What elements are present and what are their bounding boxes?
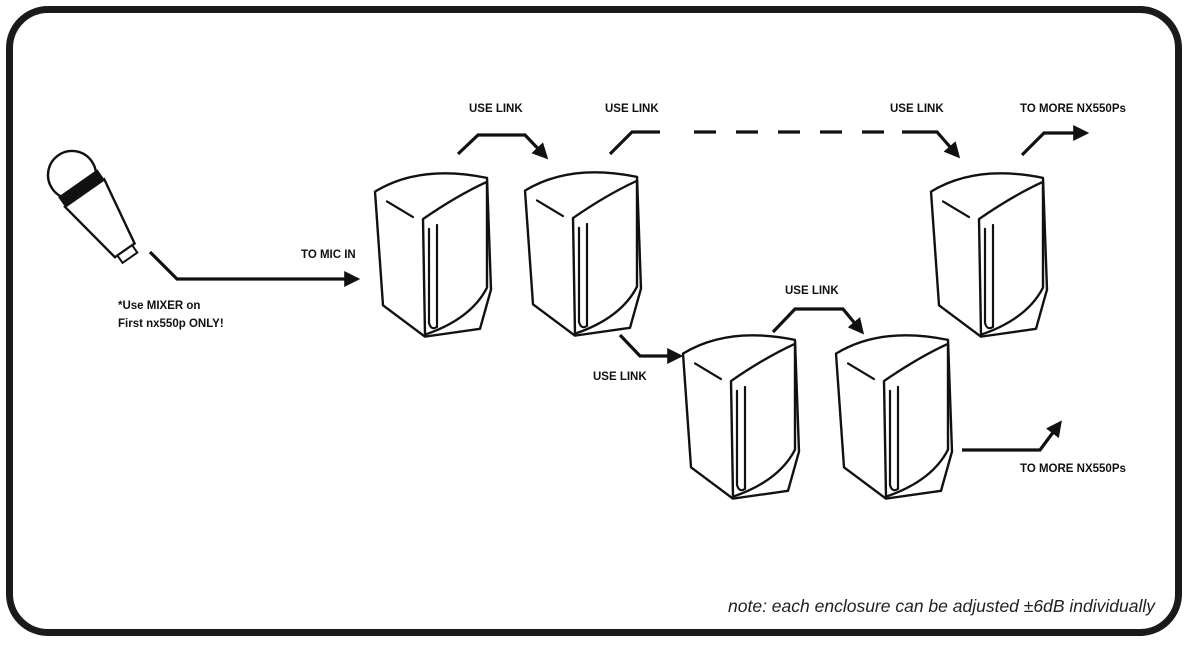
link-arrow-1-2 [456, 133, 549, 160]
link-arrow-3-4 [771, 307, 865, 335]
mic-handle [63, 177, 137, 259]
label-to-more-top: TO MORE NX550Ps [1020, 103, 1126, 115]
speaker-4 [681, 334, 801, 500]
label-use-link-2: USE LINK [605, 103, 659, 115]
label-to-more-bottom: TO MORE NX550Ps [1020, 463, 1126, 475]
mic-connector [116, 243, 139, 265]
out-arrow-top [1020, 125, 1090, 157]
label-use-link-5: USE LINK [593, 371, 647, 383]
mixer-note-line2: First nx550p ONLY! [118, 318, 224, 330]
label-to-mic-in: TO MIC IN [301, 249, 356, 261]
link-arrow-2-far [608, 130, 660, 156]
mic-cable [148, 250, 361, 287]
speaker-2 [523, 171, 643, 337]
speaker-5 [834, 334, 954, 500]
speaker-1 [373, 172, 493, 338]
label-use-link-3: USE LINK [890, 103, 944, 115]
label-use-link-4: USE LINK [785, 285, 839, 297]
link-arrow-far-head [902, 130, 961, 159]
footer-note: note: each enclosure can be adjusted ±6d… [728, 596, 1156, 616]
label-use-link-1: USE LINK [469, 103, 523, 115]
microphone-icon [46, 149, 139, 265]
link-arrow-2-3 [618, 333, 684, 364]
mixer-note-line1: *Use MIXER on [118, 300, 200, 312]
mic-band [58, 169, 106, 209]
out-arrow-bottom [962, 420, 1062, 452]
speaker-3 [929, 172, 1049, 338]
